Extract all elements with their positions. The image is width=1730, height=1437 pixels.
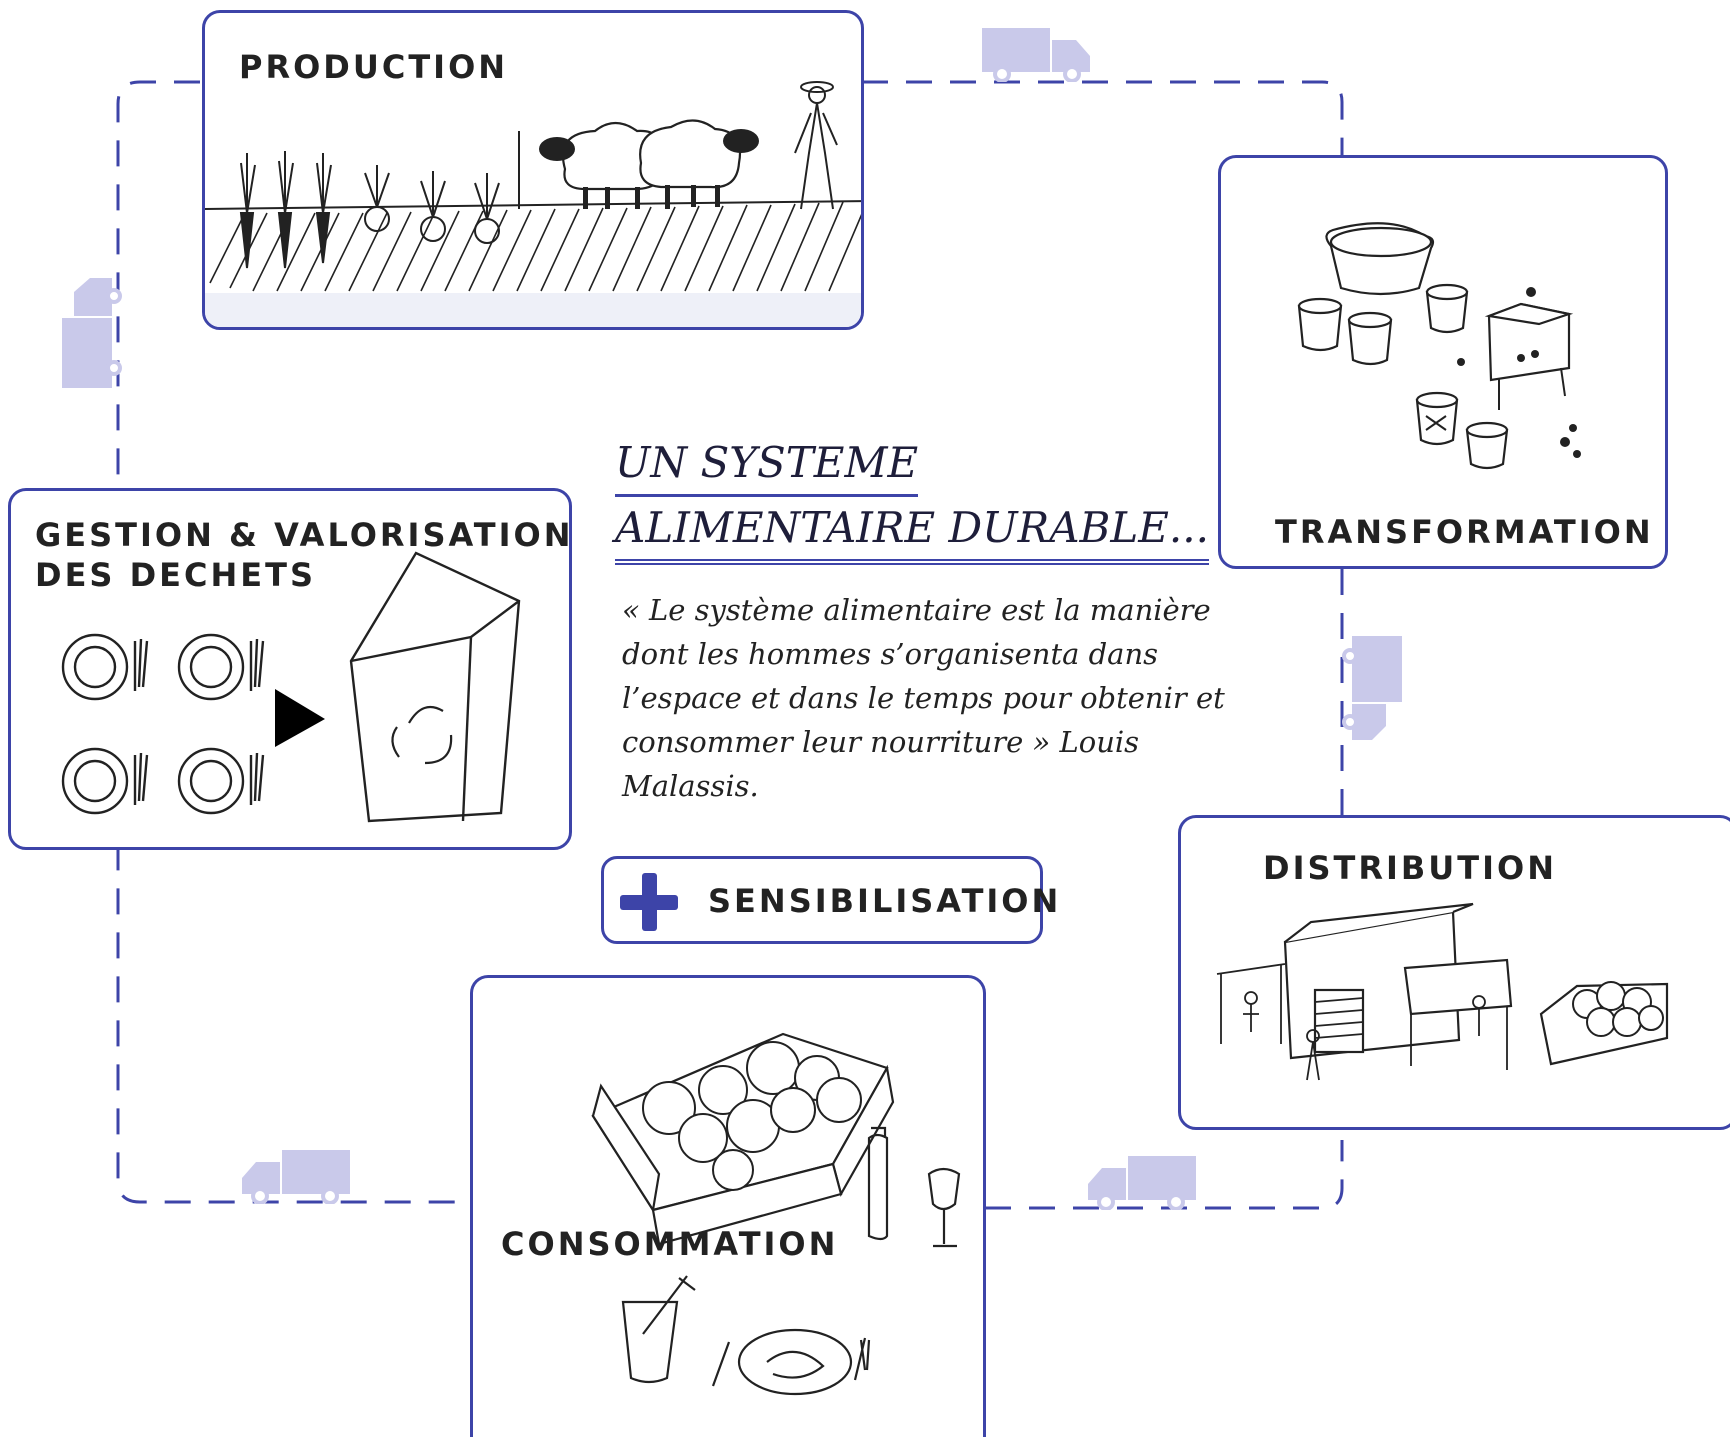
distribution-sketch [1216,902,1669,1081]
plate-icon [61,633,265,815]
production-sketch [205,81,861,327]
truck-icon [982,28,1090,82]
distribution-card: DISTRIBUTION [1178,815,1730,1130]
consommation-title: CONSOMMATION [501,1225,839,1263]
recycle-icon [391,705,453,765]
quote-text: « Le système alimentaire est la manière … [622,593,1225,803]
transformation-sketch [1297,222,1581,470]
production-title: PRODUCTION [239,48,509,86]
plus-icon [620,873,678,931]
truck-icon [242,1150,350,1204]
dechets-sketch [61,551,521,823]
sensibilisation-label: SENSIBILISATION [708,882,1062,920]
production-card: PRODUCTION [202,10,864,330]
main-title: UN SYSTEME ALIMENTAIRE DURABLE... [615,432,1209,565]
title-line1: UN SYSTEME [615,432,919,497]
dechets-card: GESTION & VALORISATION DES DECHETS [8,488,572,850]
dechets-title-line1: GESTION & VALORISATION [35,516,572,554]
arrow-right-icon [275,689,325,747]
transformation-card: TRANSFORMATION [1218,155,1668,569]
distribution-title: DISTRIBUTION [1263,849,1557,887]
truck-icon [1088,1156,1196,1210]
sensibilisation-box: SENSIBILISATION [601,856,1058,944]
transformation-title: TRANSFORMATION [1275,513,1654,551]
truck-icon [1342,636,1402,740]
dechets-title-line2: DES DECHETS [35,556,317,594]
title-line2: ALIMENTAIRE DURABLE... [615,497,1209,565]
consommation-card: CONSOMMATION [470,975,986,1437]
truck-icon [62,278,122,388]
consommation-sketch [591,1032,961,1396]
